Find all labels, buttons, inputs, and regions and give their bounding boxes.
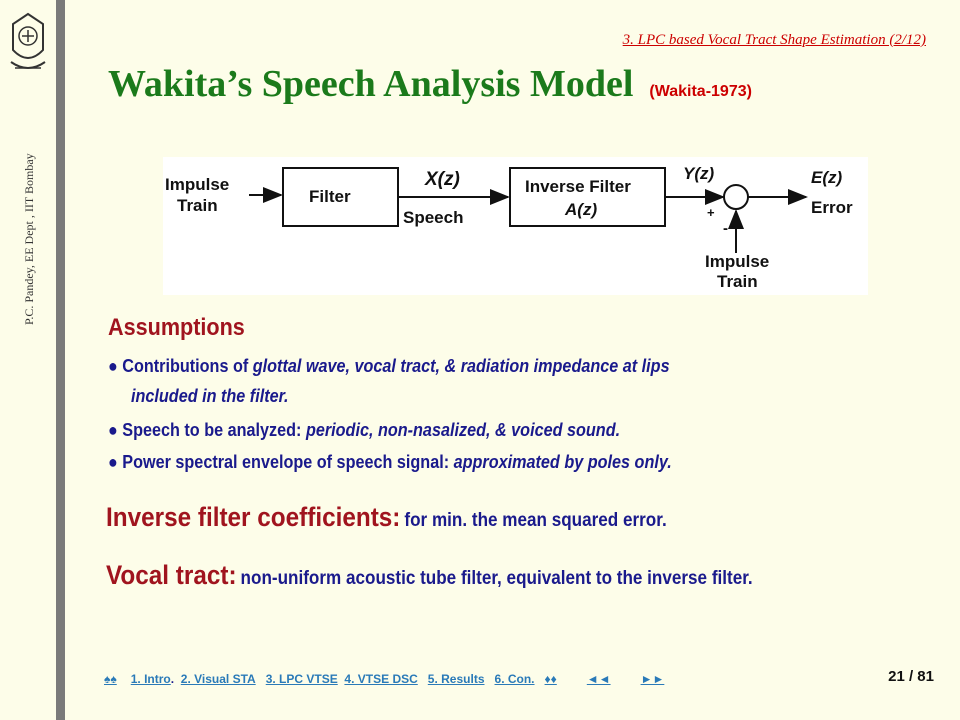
inverse-filter-label: Inverse Filter [525,177,631,196]
input-label-2: Train [177,196,218,215]
a-label: A(z) [564,200,597,219]
inverse-filter-text: for min. the mean squared error. [404,510,667,531]
page-number: 21 / 81 [888,668,934,685]
bullet-speech: ● Speech to be analyzed: periodic, non-n… [108,420,620,441]
bullet-glottal-italic: glottal wave, vocal tract, & radiation i… [252,356,670,376]
error-label: Error [811,198,853,217]
inverse-filter-line: Inverse filter coefficients: for min. th… [106,502,667,533]
sidebar: P.C. Pandey, EE Dept , IIT Bombay [0,0,56,720]
bullet-glottal-continuation: included in the filter. [131,386,289,406]
block-diagram: Impulse Train Filter X(z) Speech Inverse… [163,157,868,295]
title-main: Wakita’s Speech Analysis Model [108,63,634,105]
nav-next-icon[interactable]: ►► [640,672,665,686]
vocal-tract-line: Vocal tract: non-uniform acoustic tube f… [106,560,753,591]
page-title: Wakita’s Speech Analysis Model (Wakita-19… [108,62,752,106]
speech-label: Speech [403,208,463,227]
filter-label: Filter [309,187,351,206]
inverse-filter-heading: Inverse filter coefficients: [106,502,401,532]
summing-junction [723,184,749,210]
bullet-power-plain: ● Power spectral envelope of speech sign… [108,452,454,472]
assumptions-heading: Assumptions [108,314,245,341]
author-text: P.C. Pandey, EE Dept , IIT Bombay [22,153,36,325]
nav-lpc-vtse[interactable]: 3. LPC VTSE [265,672,338,686]
bottom-label-2: Train [717,272,758,291]
section-link[interactable]: 3. LPC based Vocal Tract Shape Estimatio… [622,32,926,48]
vocal-tract-text: non-uniform acoustic tube filter, equiva… [240,568,753,589]
bottom-label-1: Impulse [705,252,769,271]
nav-up-icon[interactable]: ♠♠ [104,672,117,686]
bullet-glottal-cont: included in the filter. [131,386,289,407]
y-label: Y(z) [683,164,715,183]
x-label: X(z) [424,169,460,190]
sidebar-divider [56,0,65,720]
bullet-power: ● Power spectral envelope of speech sign… [108,452,672,473]
slide-navigation: ♠♠1. Intro. 2. Visual STA 3. LPC VTSE 4.… [104,672,665,686]
nav-visual-sta[interactable]: 2. Visual STA [180,672,256,686]
minus-sign: - [723,220,728,237]
bullet-glottal-plain: ● Contributions of [108,356,253,376]
nav-results[interactable]: 5. Results [427,672,485,686]
plus-sign: + [707,205,715,220]
bullet-speech-italic: periodic, non-nasalized, & voiced sound. [305,420,621,440]
input-label-1: Impulse [165,175,229,194]
bullet-power-italic: approximated by poles only. [453,452,672,472]
nav-down-icon[interactable]: ♦♦ [544,672,557,686]
nav-con[interactable]: 6. Con. [494,672,535,686]
title-reference: (Wakita-1973) [649,83,752,100]
nav-prev-icon[interactable]: ◄◄ [586,672,611,686]
bullet-speech-plain: ● Speech to be analyzed: [108,420,306,440]
bullet-glottal: ● Contributions of glottal wave, vocal t… [108,356,670,377]
e-label: E(z) [811,168,843,187]
vocal-tract-heading: Vocal tract: [106,560,237,590]
nav-intro[interactable]: 1. Intro [130,672,171,686]
block-diagram-svg: Impulse Train Filter X(z) Speech Inverse… [165,164,853,291]
iit-logo-icon [10,12,46,69]
nav-vtse-dsc[interactable]: 4. VTSE DSC [344,672,418,686]
filter-block [282,167,399,227]
